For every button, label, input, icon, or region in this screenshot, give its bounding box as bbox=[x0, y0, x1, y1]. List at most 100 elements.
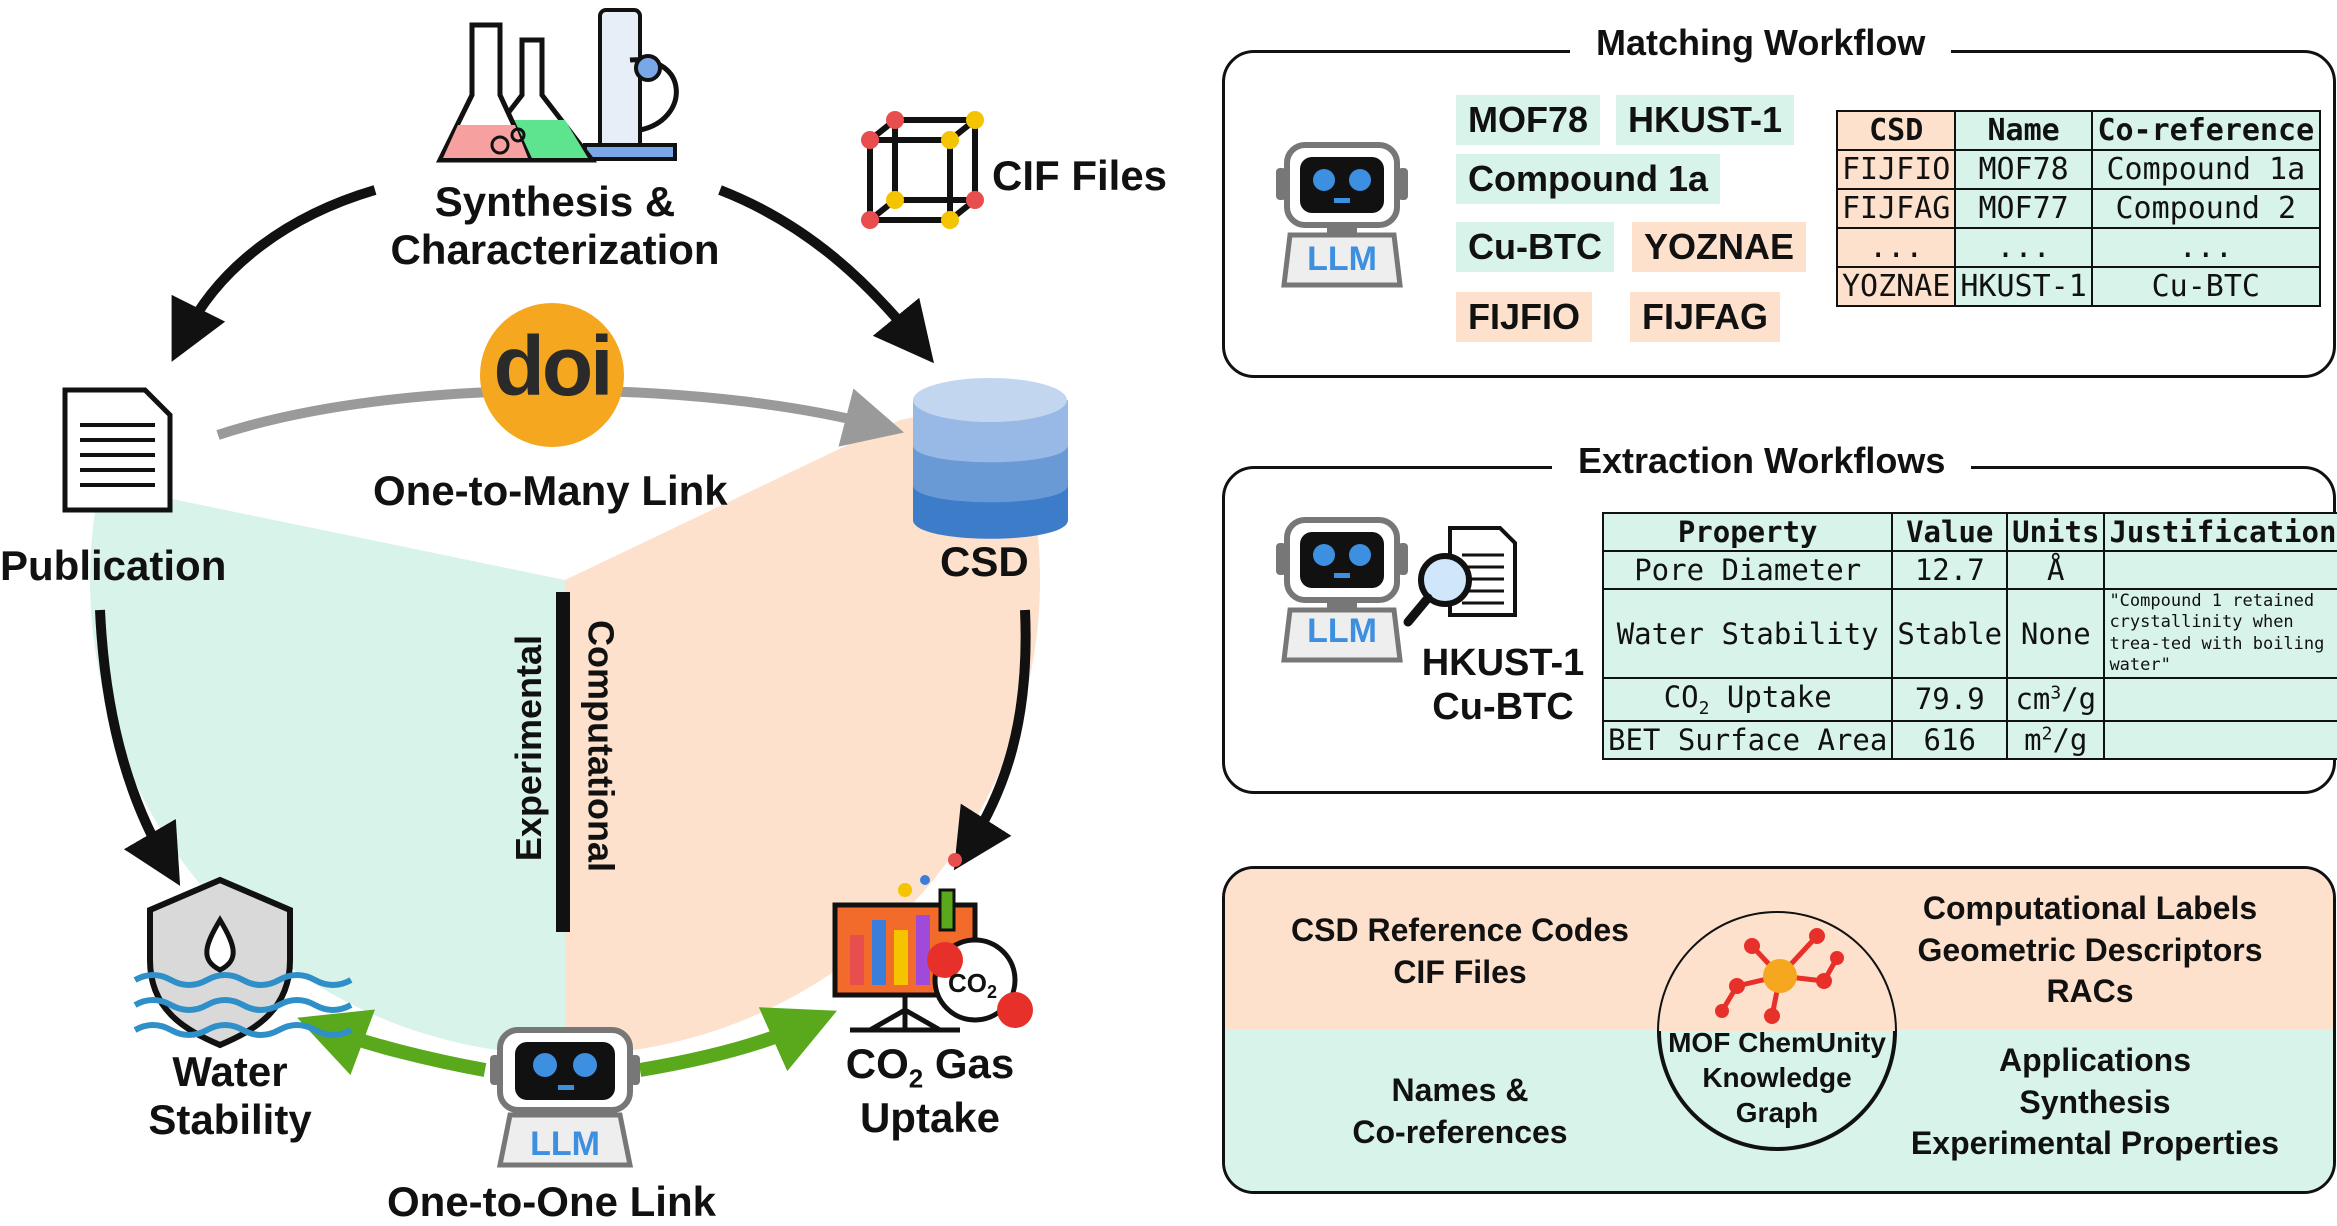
robot-icon-matching bbox=[1276, 142, 1408, 288]
robot-icon-left bbox=[490, 1027, 640, 1168]
document-icon bbox=[62, 387, 173, 513]
tag-mof78: MOF78 bbox=[1456, 95, 1601, 145]
extraction-workflow-title: Extraction Workflows bbox=[1552, 440, 1972, 482]
arrow-llm-to-co2 bbox=[638, 1007, 837, 1077]
header-name: Name bbox=[1954, 110, 2093, 151]
table-row: Water Stability Stable None "Compound 1 … bbox=[1601, 588, 2337, 679]
header-property: Property bbox=[1601, 512, 1894, 552]
cell-csd: FIJFAG bbox=[1835, 188, 1957, 229]
water-shield-icon bbox=[133, 876, 353, 1049]
water-stability-label: Water Stability bbox=[120, 1048, 340, 1145]
cell-justification bbox=[2103, 550, 2337, 590]
kg-top-left: CSD Reference Codes CIF Files bbox=[1270, 910, 1650, 993]
kg-bottom-right: Applications Synthesis Experimental Prop… bbox=[1890, 1040, 2300, 1165]
cell-justification bbox=[2103, 677, 2337, 722]
synthesis-line1: Synthesis & bbox=[434, 178, 676, 225]
arrow-synthesis-to-csd bbox=[718, 185, 934, 364]
divider-bar bbox=[556, 592, 570, 932]
matching-table-header: CSD Name Co-reference bbox=[1835, 110, 2321, 151]
cubtc-line: Cu-BTC bbox=[1432, 685, 1574, 728]
water-line: Water bbox=[172, 1048, 288, 1095]
matching-workflow-title: Matching Workflow bbox=[1570, 22, 1952, 64]
cell-units: cm3/g bbox=[2006, 677, 2106, 722]
llm-label-extraction: LLM bbox=[1307, 612, 1377, 650]
uptake-line: Uptake bbox=[859, 1094, 1001, 1142]
tag-hkust1: HKUST-1 bbox=[1616, 95, 1795, 145]
header-units: Units bbox=[2006, 512, 2106, 552]
co2-gas-line: CO2 Gas bbox=[845, 1040, 1015, 1094]
kg-bottom-left: Names & Co-references bbox=[1320, 1070, 1600, 1153]
doi-badge bbox=[480, 303, 624, 447]
synthesis-line2: Characterization bbox=[390, 226, 720, 274]
kg-item: Applications bbox=[1998, 1042, 2191, 1078]
cell-name: HKUST-1 bbox=[1954, 266, 2093, 307]
robot-icon-extraction bbox=[1276, 517, 1408, 663]
synthesis-label: Synthesis & Characterization bbox=[370, 178, 740, 275]
cif-cube-icon bbox=[867, 117, 978, 223]
arrow-csd-to-co2 bbox=[953, 609, 1031, 871]
co2-uptake-label: CO2 Gas Uptake bbox=[810, 1040, 1050, 1143]
arrow-publication-to-water bbox=[95, 609, 181, 886]
kg-item: RACs bbox=[2046, 973, 2134, 1010]
stability-line: Stability bbox=[148, 1096, 312, 1144]
kg-item: Computational Labels bbox=[1922, 890, 2258, 926]
cell-value: 79.9 bbox=[1891, 677, 2009, 722]
co2-badge-main: CO bbox=[948, 968, 987, 998]
kg-item: Geometric Descriptors bbox=[1917, 931, 2263, 968]
database-icon bbox=[913, 378, 1068, 539]
tag-cubtc: Cu-BTC bbox=[1456, 222, 1614, 272]
cycle-diagram bbox=[62, 8, 1068, 1168]
llm-label-left: LLM bbox=[530, 1125, 600, 1163]
tag-yoznae: YOZNAE bbox=[1632, 222, 1807, 272]
cell-value: 616 bbox=[1891, 719, 2009, 760]
kg-item: CIF Files bbox=[1393, 953, 1527, 990]
header-csd: CSD bbox=[1835, 110, 1957, 151]
cell-csd: ... bbox=[1835, 227, 1957, 268]
one-to-one-label: One-to-One Link bbox=[387, 1178, 716, 1225]
kg-center-line: MOF ChemUnity bbox=[1668, 1027, 1886, 1058]
cell-justification: "Compound 1 retained crystallinity when … bbox=[2103, 588, 2337, 679]
cell-units: m2/g bbox=[2006, 719, 2106, 760]
table-row: ... ... ... bbox=[1835, 227, 2321, 268]
extraction-mof-label: HKUST-1 Cu-BTC bbox=[1418, 642, 1588, 729]
cell-csd: YOZNAE bbox=[1835, 266, 1957, 307]
table-row: FIJFAG MOF77 Compound 2 bbox=[1835, 188, 2321, 229]
kg-item: Synthesis bbox=[2019, 1083, 2171, 1120]
table-row: CO2 Uptake 79.9 cm3/g bbox=[1601, 677, 2337, 722]
table-row: FIJFIO MOF78 Compound 1a bbox=[1835, 149, 2321, 190]
one-to-many-label: One-to-Many Link bbox=[373, 467, 728, 514]
cell-name: ... bbox=[1954, 227, 2093, 268]
header-justification: Justification bbox=[2103, 512, 2337, 552]
lab-glassware-icon bbox=[435, 8, 679, 163]
hkust-line: HKUST-1 bbox=[1421, 642, 1585, 684]
extraction-table: Property Value Units Justification Pore … bbox=[1601, 512, 2337, 760]
cell-units: None bbox=[2006, 588, 2106, 679]
cell-justification bbox=[2103, 719, 2337, 760]
cif-files-label: CIF Files bbox=[992, 152, 1168, 199]
cell-coreference: ... bbox=[2090, 227, 2321, 268]
arrow-synthesis-to-publication bbox=[171, 185, 377, 362]
cell-value: 12.7 bbox=[1891, 550, 2009, 590]
cell-property: CO2 Uptake bbox=[1601, 677, 1894, 722]
header-coreference: Co-reference bbox=[2090, 110, 2321, 151]
experimental-label: Experimental bbox=[508, 635, 549, 862]
csd-label: CSD bbox=[940, 538, 1029, 585]
extraction-table-header: Property Value Units Justification bbox=[1601, 512, 2337, 552]
publication-label: Publication bbox=[0, 542, 227, 589]
cell-csd: FIJFIO bbox=[1835, 149, 1957, 190]
tag-fijfio: FIJFIO bbox=[1456, 292, 1593, 342]
cell-property: Pore Diameter bbox=[1601, 550, 1894, 590]
kg-top-right: Computational Labels Geometric Descripto… bbox=[1890, 888, 2290, 1013]
doi-text: doi bbox=[493, 319, 614, 413]
kg-center-line: Knowledge bbox=[1702, 1062, 1852, 1093]
kg-item: Experimental Properties bbox=[1910, 1125, 2280, 1162]
matching-table: CSD Name Co-reference FIJFIO MOF78 Compo… bbox=[1835, 110, 2321, 307]
cell-units: Å bbox=[2006, 550, 2106, 590]
cif-atoms bbox=[861, 111, 984, 229]
document-magnifier-icon bbox=[1403, 526, 1517, 627]
network-nodes bbox=[1715, 928, 1844, 1024]
cell-coreference: Cu-BTC bbox=[2090, 266, 2321, 307]
tag-compound1a: Compound 1a bbox=[1456, 154, 1720, 204]
table-row: BET Surface Area 616 m2/g bbox=[1601, 719, 2337, 760]
cell-value: Stable bbox=[1891, 588, 2009, 679]
